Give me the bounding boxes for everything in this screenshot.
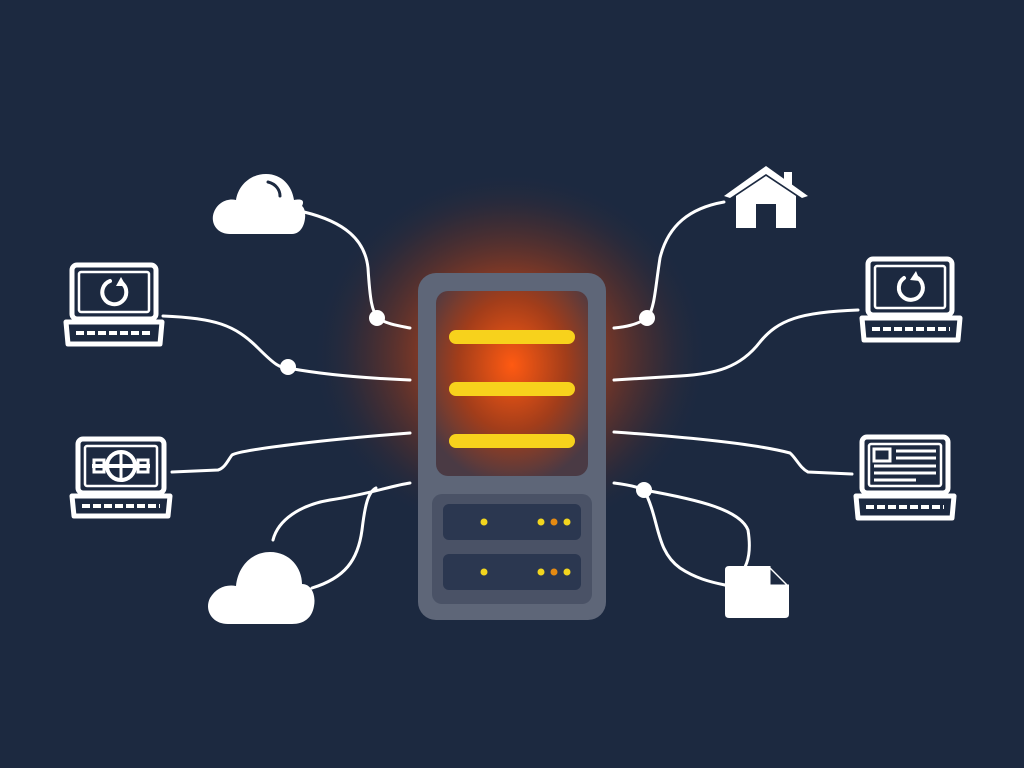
connection-line <box>170 431 412 474</box>
connection-line <box>612 481 751 587</box>
status-led <box>550 518 558 526</box>
connection-line <box>161 314 412 382</box>
status-led <box>537 568 545 576</box>
junction-dot <box>369 310 385 326</box>
status-led <box>537 518 545 526</box>
drive-bay <box>443 554 581 590</box>
status-led <box>563 568 571 576</box>
laptop-sync-icon <box>859 256 963 343</box>
server-status-bars <box>449 330 575 448</box>
server-status-bar <box>449 330 575 344</box>
device-icons <box>63 166 963 624</box>
junction-dot <box>639 310 655 326</box>
connection-line <box>612 430 854 476</box>
junction-dot <box>280 359 296 375</box>
laptop-sync-icon <box>63 262 165 347</box>
junction-dots <box>280 310 655 498</box>
connection-line <box>612 308 860 382</box>
connection-line <box>612 200 726 330</box>
drive-unit <box>443 554 581 590</box>
cloud-icon <box>208 552 315 624</box>
status-led <box>550 568 558 576</box>
drive-unit <box>443 504 581 540</box>
connection-line <box>271 481 412 542</box>
status-led <box>480 518 488 526</box>
drive-bay <box>443 504 581 540</box>
status-led <box>480 568 488 576</box>
server-status-bar <box>449 434 575 448</box>
home-icon <box>724 166 808 228</box>
server-status-bar <box>449 382 575 396</box>
server-icon <box>418 273 606 620</box>
file-icon <box>725 566 789 618</box>
server-drive-units <box>443 504 581 590</box>
connection-line <box>310 486 378 590</box>
cloud-icon <box>212 174 306 234</box>
connection-lines <box>161 200 860 590</box>
status-led <box>563 518 571 526</box>
connection-line <box>642 488 727 587</box>
junction-dot <box>636 482 652 498</box>
laptop-globe-icon <box>69 436 173 519</box>
connection-line <box>302 210 412 330</box>
laptop-document-icon <box>853 434 957 521</box>
